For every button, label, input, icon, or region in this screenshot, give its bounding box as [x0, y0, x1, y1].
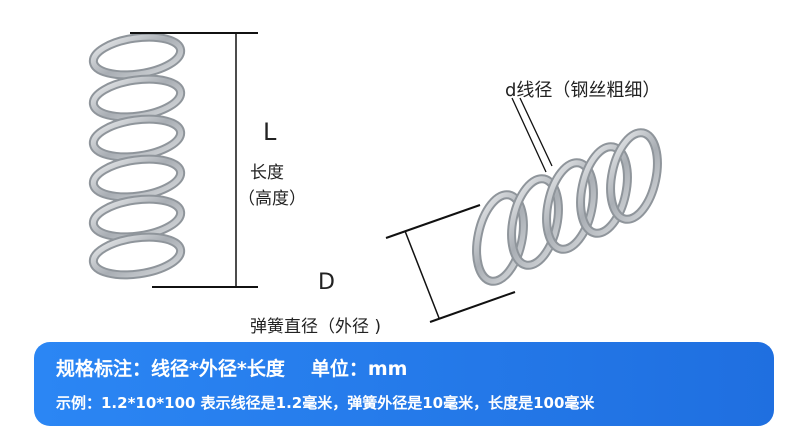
length-symbol: L — [263, 118, 277, 146]
diameter-top-line — [385, 204, 481, 239]
unit-text: 单位：mm — [310, 358, 408, 380]
outer-diameter-symbol: D — [318, 270, 335, 295]
diameter-dimension-line — [404, 230, 440, 319]
length-alt-name: （高度） — [238, 189, 306, 209]
horizontal-coil-highlight — [544, 160, 596, 252]
vertical-coil-highlight — [90, 76, 184, 120]
spec-line: 规格标注：线径*外径*长度 单位：mm — [56, 354, 407, 381]
diameter-bottom-line — [429, 291, 516, 323]
outer-diameter-name: 弹簧直径（外径 ) — [250, 317, 382, 337]
vertical-coil-highlight — [90, 116, 184, 160]
vertical-spring-image — [88, 32, 186, 280]
horizontal-coil-highlight — [578, 144, 630, 236]
horizontal-spring-image — [472, 128, 662, 286]
horizontal-coil-highlight — [608, 130, 660, 222]
length-name: 长度 — [250, 163, 284, 183]
horizontal-coil-highlight — [474, 192, 526, 284]
spec-banner: 规格标注：线径*外径*长度 单位：mm 示例：1.2*10*100 表示线径是1.… — [34, 342, 774, 426]
wire-pointer-line-1 — [511, 97, 547, 173]
horizontal-coil-highlight — [509, 176, 561, 268]
wire-pointer-line-2 — [519, 97, 553, 167]
wire-diameter-label: d线径（钢丝粗细） — [505, 80, 661, 101]
vertical-coil-highlight — [90, 234, 184, 278]
example-text: 示例：1.2*10*100 表示线径是1.2毫米，弹簧外径是10毫米，长度是10… — [56, 394, 595, 412]
vertical-coil-highlight — [90, 34, 184, 78]
vertical-coil-highlight — [90, 156, 184, 200]
spec-format-text: 规格标注：线径*外径*长度 — [56, 358, 285, 380]
